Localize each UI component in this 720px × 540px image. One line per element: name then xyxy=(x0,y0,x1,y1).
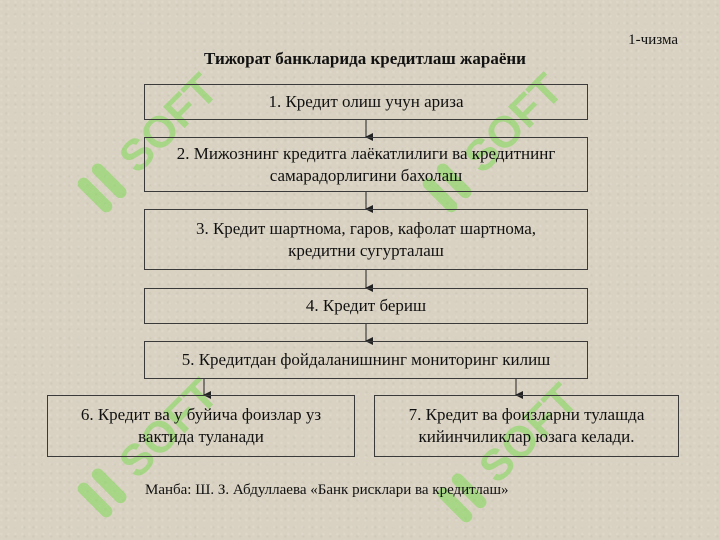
step-3-box: 3. Кредит шартнома, гаров, кафолат шартн… xyxy=(144,209,588,270)
diagram-title: Тижорат банкларида кредитлаш жараёни xyxy=(204,49,526,68)
step-5-box: 5. Кредитдан фойдаланишнинг мониторинг к… xyxy=(144,341,588,379)
step-2-box: 2. Мижознинг кредитга лаёкатлилиги ва кр… xyxy=(144,137,588,192)
step-4-box: 4. Кредит бериш xyxy=(144,288,588,324)
step-1-box: 1. Кредит олиш учун ариза xyxy=(144,84,588,120)
source-note: Манба: Ш. З. Абдуллаева «Банк рисклари в… xyxy=(145,482,509,498)
step-6-box: 6. Кредит ва у буйича фоизлар уз вактида… xyxy=(47,395,355,457)
step-7-box: 7. Кредит ва фоизларни тулашда кийинчили… xyxy=(374,395,679,457)
slide-label: 1-чизма xyxy=(628,32,678,48)
